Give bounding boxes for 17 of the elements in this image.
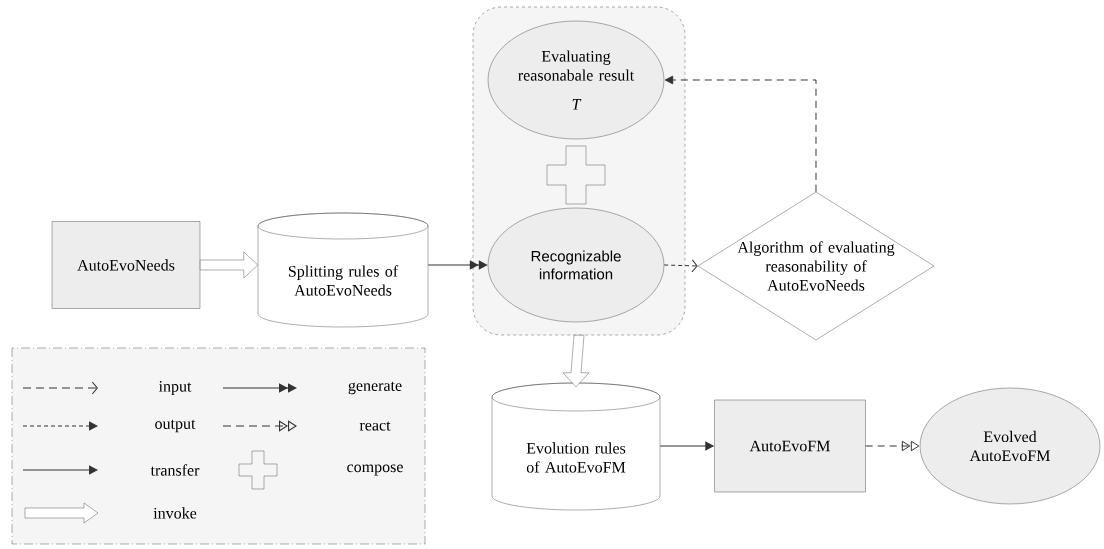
legend-label: compose [347,464,403,476]
legend-label: generate [348,381,402,395]
arrow [664,75,817,193]
database-cylinder: Splitting rules of AutoEvoNeeds [257,212,429,328]
legend-label: react [359,421,391,431]
legend-label: output [155,419,196,433]
block-arrow [562,335,590,387]
block-arrow [200,251,258,279]
database-cylinder: Evolution rules of AutoEvoFM [491,382,661,511]
legend-label: input [158,381,192,395]
arrow [865,440,920,452]
process-box: AutoEvoFM [714,399,866,493]
legend-label: transfer [150,464,200,476]
legend-label: invoke [153,507,197,519]
arrow [663,259,698,273]
process-box: AutoEvoNeeds [51,221,201,309]
arrow [427,260,488,270]
